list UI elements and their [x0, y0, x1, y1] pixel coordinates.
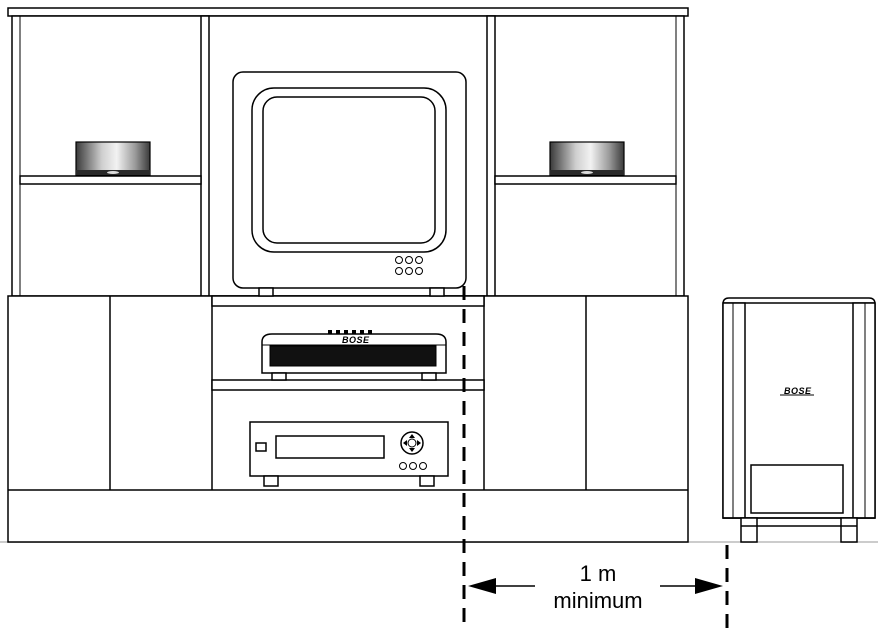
media-center-buttons — [328, 330, 372, 334]
receiver — [249, 421, 449, 487]
right-speaker — [549, 141, 625, 176]
media-center-logo: BOSE — [342, 335, 370, 345]
dimension-value: 1 m — [580, 561, 617, 586]
arrow-right-icon — [695, 578, 723, 594]
subwoofer-logo: BOSE — [784, 386, 812, 396]
tv-control-buttons — [395, 256, 423, 275]
left-speaker — [75, 141, 151, 176]
dimension-qualifier: minimum — [553, 588, 642, 613]
television — [232, 71, 467, 297]
media-center: BOSE — [261, 330, 447, 381]
subwoofer: BOSE — [722, 297, 876, 543]
arrow-left-icon — [468, 578, 496, 594]
dimension-arrows — [468, 578, 723, 594]
